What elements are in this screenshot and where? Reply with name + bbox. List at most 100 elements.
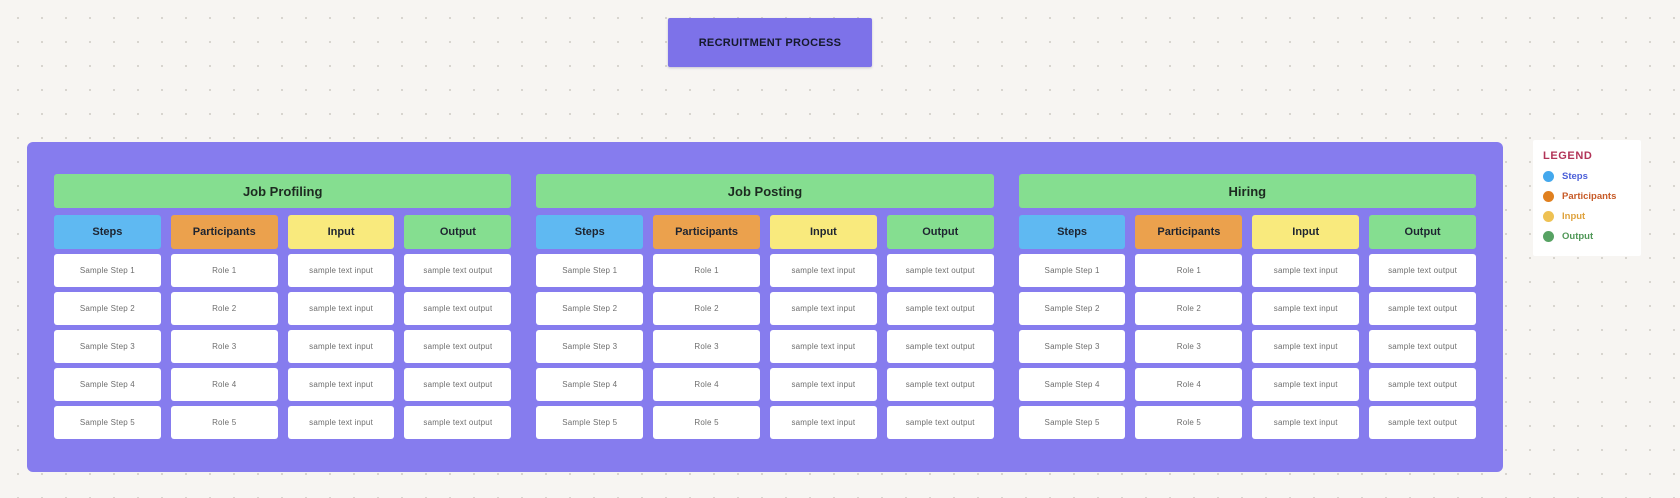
- data-cell-participants[interactable]: Role 5: [653, 406, 760, 439]
- data-cell-output[interactable]: sample text output: [404, 368, 512, 401]
- data-cell-input[interactable]: sample text input: [769, 406, 877, 439]
- cell-text: Sample Step 3: [1044, 342, 1100, 351]
- data-cell-participants[interactable]: Role 3: [170, 330, 278, 363]
- cell-text: sample text input: [1273, 304, 1338, 313]
- column-header-input[interactable]: Input: [769, 215, 877, 249]
- column-header-input[interactable]: Input: [287, 215, 395, 249]
- data-cell-input[interactable]: sample text input: [769, 254, 877, 287]
- data-cell-participants[interactable]: Role 2: [170, 292, 278, 325]
- data-cell-output[interactable]: sample text output: [886, 368, 994, 401]
- data-cell-input[interactable]: sample text input: [287, 292, 395, 325]
- data-cell-steps[interactable]: Sample Step 3: [1018, 330, 1126, 363]
- cell-text: Role 4: [212, 380, 237, 389]
- column-header-input[interactable]: Input: [1252, 215, 1360, 249]
- data-cell-steps[interactable]: Sample Step 1: [54, 254, 161, 287]
- data-cell-output[interactable]: sample text output: [886, 330, 994, 363]
- data-cell-output[interactable]: sample text output: [1369, 292, 1476, 325]
- cell-text: Role 1: [212, 266, 237, 275]
- data-cell-steps[interactable]: Sample Step 2: [54, 292, 161, 325]
- data-cell-participants[interactable]: Role 3: [1135, 330, 1243, 363]
- legend-dot-icon: [1543, 211, 1554, 222]
- cell-text: sample text output: [905, 418, 975, 427]
- data-cell-participants[interactable]: Role 5: [170, 406, 278, 439]
- data-cell-output[interactable]: sample text output: [886, 406, 994, 439]
- data-cell-participants[interactable]: Role 4: [653, 368, 760, 401]
- data-cell-steps[interactable]: Sample Step 4: [536, 368, 644, 401]
- legend-item: Input: [1543, 211, 1631, 222]
- data-cell-output[interactable]: sample text output: [404, 254, 512, 287]
- column-header-steps[interactable]: Steps: [54, 215, 161, 249]
- data-cell-steps[interactable]: Sample Step 4: [1018, 368, 1126, 401]
- data-cell-output[interactable]: sample text output: [1369, 330, 1476, 363]
- data-cell-participants[interactable]: Role 1: [1135, 254, 1243, 287]
- data-cell-input[interactable]: sample text input: [1252, 292, 1360, 325]
- cell-text: sample text input: [309, 304, 374, 313]
- data-cell-steps[interactable]: Sample Step 2: [536, 292, 644, 325]
- cell-text: sample text input: [1273, 418, 1338, 427]
- data-cell-steps[interactable]: Sample Step 2: [1018, 292, 1126, 325]
- section-title-bar[interactable]: Job Profiling: [54, 174, 512, 208]
- process-title-box[interactable]: RECRUITMENT PROCESS: [668, 18, 872, 67]
- section-title-bar[interactable]: Hiring: [1018, 174, 1476, 208]
- column-header-output[interactable]: Output: [1369, 215, 1476, 249]
- column-header-participants[interactable]: Participants: [653, 215, 760, 249]
- data-cell-input[interactable]: sample text input: [287, 330, 395, 363]
- cell-text: sample text output: [1388, 342, 1458, 351]
- data-cell-participants[interactable]: Role 2: [653, 292, 760, 325]
- table-row: Sample Step 2 Role 2 sample text input s…: [1018, 292, 1476, 325]
- column-header-label: Input: [1292, 226, 1320, 238]
- cell-text: Role 5: [212, 418, 237, 427]
- data-cell-output[interactable]: sample text output: [404, 330, 512, 363]
- data-cell-steps[interactable]: Sample Step 5: [54, 406, 161, 439]
- column-header-steps[interactable]: Steps: [536, 215, 644, 249]
- data-cell-steps[interactable]: Sample Step 1: [536, 254, 644, 287]
- data-cell-steps[interactable]: Sample Step 4: [54, 368, 161, 401]
- data-cell-output[interactable]: sample text output: [1369, 406, 1476, 439]
- data-cell-output[interactable]: sample text output: [1369, 254, 1476, 287]
- data-cell-steps[interactable]: Sample Step 3: [536, 330, 644, 363]
- legend-dot-icon: [1543, 191, 1554, 202]
- data-cell-input[interactable]: sample text input: [287, 406, 395, 439]
- data-cell-participants[interactable]: Role 5: [1135, 406, 1243, 439]
- process-board[interactable]: Job Profiling Steps Participants Input O…: [27, 142, 1503, 472]
- cell-text: sample text input: [309, 380, 374, 389]
- data-cell-input[interactable]: sample text input: [287, 368, 395, 401]
- data-cell-participants[interactable]: Role 4: [1135, 368, 1243, 401]
- data-cell-input[interactable]: sample text input: [1252, 406, 1360, 439]
- cell-text: Role 4: [694, 380, 719, 389]
- table-row: Sample Step 4 Role 4 sample text input s…: [54, 368, 512, 401]
- data-cell-participants[interactable]: Role 2: [1135, 292, 1243, 325]
- data-cell-participants[interactable]: Role 1: [653, 254, 760, 287]
- data-cell-steps[interactable]: Sample Step 3: [54, 330, 161, 363]
- data-cell-participants[interactable]: Role 1: [170, 254, 278, 287]
- section-title-bar[interactable]: Job Posting: [536, 174, 994, 208]
- column-header-output[interactable]: Output: [886, 215, 994, 249]
- data-cell-steps[interactable]: Sample Step 1: [1018, 254, 1126, 287]
- data-cell-input[interactable]: sample text input: [1252, 254, 1360, 287]
- cell-text: Sample Step 3: [79, 342, 135, 351]
- data-cell-output[interactable]: sample text output: [886, 254, 994, 287]
- cell-text: Sample Step 2: [1044, 304, 1100, 313]
- data-cell-participants[interactable]: Role 4: [170, 368, 278, 401]
- data-cell-input[interactable]: sample text input: [769, 368, 877, 401]
- data-cell-output[interactable]: sample text output: [404, 292, 512, 325]
- data-cell-input[interactable]: sample text input: [287, 254, 395, 287]
- legend-card[interactable]: LEGEND Steps Participants Input Output: [1533, 140, 1641, 256]
- data-cell-input[interactable]: sample text input: [769, 330, 877, 363]
- column-header-participants[interactable]: Participants: [1135, 215, 1243, 249]
- column-header-participants[interactable]: Participants: [170, 215, 278, 249]
- cell-text: Sample Step 1: [79, 266, 135, 275]
- data-cell-participants[interactable]: Role 3: [653, 330, 760, 363]
- data-cell-output[interactable]: sample text output: [886, 292, 994, 325]
- data-cell-input[interactable]: sample text input: [1252, 368, 1360, 401]
- data-cell-input[interactable]: sample text input: [769, 292, 877, 325]
- data-cell-steps[interactable]: Sample Step 5: [1018, 406, 1126, 439]
- data-cell-input[interactable]: sample text input: [1252, 330, 1360, 363]
- column-header-steps[interactable]: Steps: [1018, 215, 1126, 249]
- column-header-output[interactable]: Output: [404, 215, 512, 249]
- data-cell-output[interactable]: sample text output: [404, 406, 512, 439]
- data-cell-output[interactable]: sample text output: [1369, 368, 1476, 401]
- column-header-label: Steps: [92, 226, 123, 238]
- legend-title: LEGEND: [1543, 150, 1593, 162]
- data-cell-steps[interactable]: Sample Step 5: [536, 406, 644, 439]
